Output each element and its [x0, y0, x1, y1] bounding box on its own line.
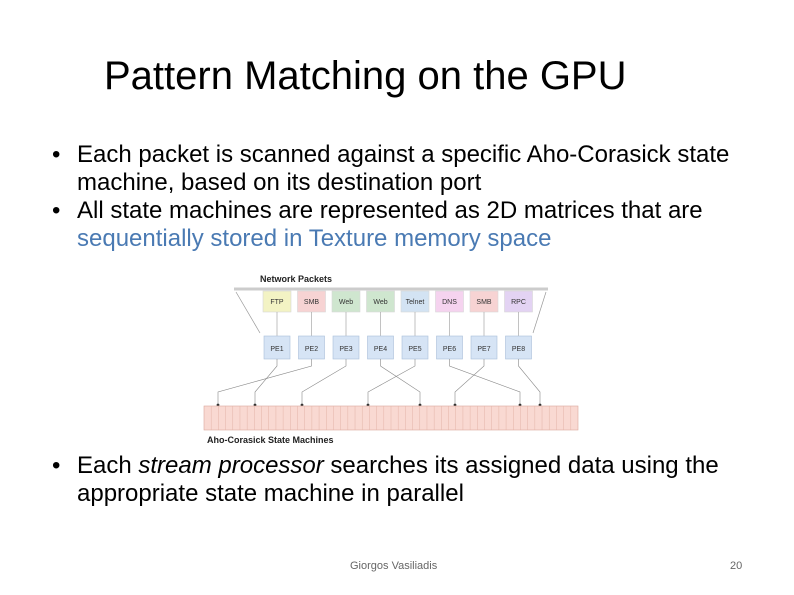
link-endpoint [253, 403, 257, 407]
network-packets-label: Network Packets [260, 274, 332, 284]
bullet-text: searches its assigned data using the app… [77, 452, 719, 507]
processor-label: PE6 [443, 346, 456, 353]
packet-box: FTP [262, 290, 292, 313]
processor-to-machine-link [454, 359, 485, 405]
packet-box: Telnet [400, 290, 430, 313]
packet-label: Web [339, 299, 353, 306]
bullet-text: Each packet is scanned against a specifi… [77, 141, 730, 196]
processor-box: PE3 [332, 335, 360, 360]
packet-box: Web [331, 290, 361, 313]
packet-row: FTP SMB Web Web Telnet DNS SMB RPC [262, 290, 533, 313]
link-endpoint [453, 403, 457, 407]
bullet-text: Each [77, 452, 139, 479]
bullet-text: All state machines are represented as 2D… [77, 197, 703, 224]
funnel-line [532, 291, 547, 334]
packet-rect [262, 290, 292, 313]
highlighted-text: sequentially stored in Texture memory sp… [77, 225, 552, 252]
processor-label: PE8 [512, 346, 525, 353]
bullet-item: Each packet is scanned against a specifi… [52, 141, 772, 197]
packet-box: RPC [504, 290, 533, 313]
link-endpoint [366, 403, 370, 407]
processor-box: PE1 [263, 335, 291, 360]
processor-to-machine-link [301, 359, 347, 405]
processor-label: PE1 [270, 346, 283, 353]
bullet-item: All state machines are represented as 2D… [52, 197, 772, 253]
processor-to-machine-link [217, 359, 312, 405]
processor-to-machine-link [254, 359, 278, 405]
packet-box: DNS [435, 290, 464, 313]
processor-label: PE4 [374, 346, 387, 353]
processor-to-machine-link [449, 359, 521, 405]
processor-label: PE2 [305, 346, 318, 353]
packet-rect [400, 290, 430, 313]
processor-label: PE3 [339, 346, 352, 353]
packet-label: RPC [511, 299, 526, 306]
processor-rect [505, 335, 532, 360]
processor-box: PE4 [367, 335, 394, 360]
processor-box: PE2 [298, 335, 325, 360]
bullet-list-bottom: Each stream processor searches its assig… [52, 452, 772, 508]
link-endpoint [418, 403, 422, 407]
processor-box: PE7 [470, 335, 498, 360]
packet-label: Web [373, 299, 387, 306]
packet-label: DNS [442, 299, 457, 306]
footer-author: Giorgos Vasiliadis [350, 560, 438, 572]
state-machine-strip [203, 405, 579, 431]
link-endpoint [538, 403, 542, 407]
processor-to-machine-link [367, 359, 416, 405]
packet-box: SMB [297, 290, 326, 313]
processor-rect [436, 335, 463, 360]
link-endpoint [216, 403, 220, 407]
processor-rect [470, 335, 498, 360]
state-machine-array [203, 405, 579, 431]
packet-label: FTP [270, 299, 284, 306]
packet-box: Web [366, 290, 395, 313]
processor-rect [401, 335, 429, 360]
packet-label: SMB [476, 299, 492, 306]
bullet-list: Each packet is scanned against a specifi… [52, 141, 772, 253]
packet-rect [331, 290, 361, 313]
packet-rect [435, 290, 464, 313]
bullet-item: Each stream processor searches its assig… [52, 452, 772, 508]
processor-row: PE1 PE2 PE3 PE4 PE5 PE6 PE7 PE8 [263, 312, 532, 360]
processor-rect [367, 335, 394, 360]
pe-to-machine-links [216, 291, 547, 407]
processor-box: PE6 [436, 335, 463, 360]
processor-to-machine-link [518, 359, 541, 405]
packet-rect [366, 290, 395, 313]
processor-label: PE7 [477, 346, 490, 353]
funnel-line [235, 291, 261, 334]
processor-box: PE8 [505, 335, 532, 360]
packet-rect [297, 290, 326, 313]
processor-box: PE5 [401, 335, 429, 360]
link-endpoint [300, 403, 304, 407]
processor-to-machine-link [380, 359, 421, 405]
packet-label: Telnet [406, 299, 425, 306]
packet-rect [469, 290, 499, 313]
processor-rect [332, 335, 360, 360]
page-number: 20 [730, 560, 743, 572]
processor-label: PE5 [408, 346, 421, 353]
packet-rect [504, 290, 533, 313]
packet-label: SMB [304, 299, 320, 306]
processor-rect [298, 335, 325, 360]
slide-title: Pattern Matching on the GPU [104, 54, 627, 98]
packet-box: SMB [469, 290, 499, 313]
processor-rect [263, 335, 291, 360]
emphasized-text: stream processor [138, 452, 324, 479]
link-endpoint [518, 403, 522, 407]
state-machines-label: Aho-Corasick State Machines [207, 435, 334, 445]
